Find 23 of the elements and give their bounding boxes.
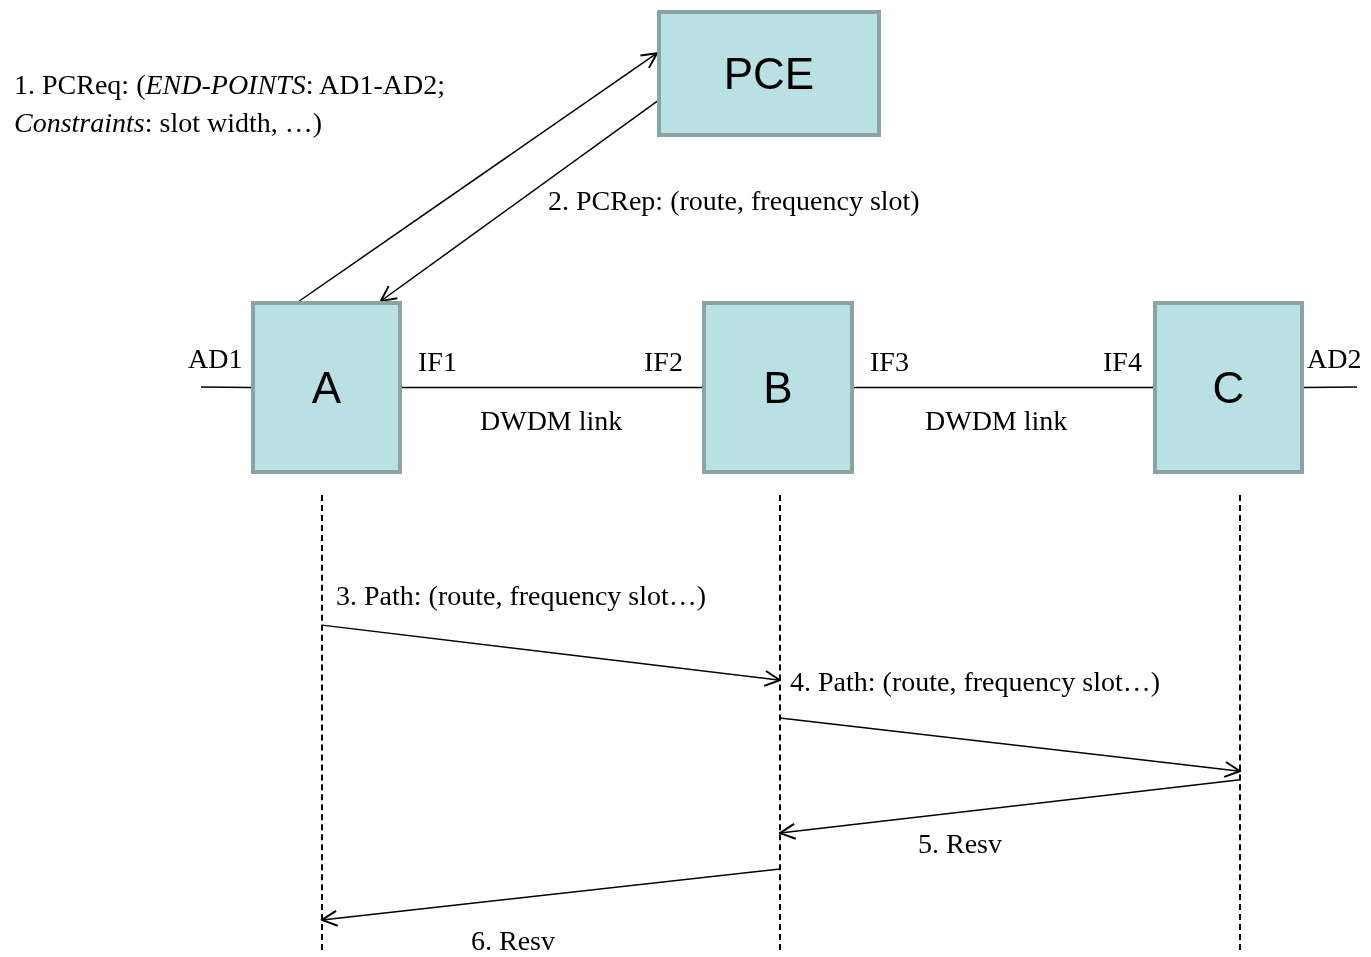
interface-label: IF2 <box>644 345 683 379</box>
link-line <box>200 386 252 389</box>
arrow <box>321 868 781 927</box>
network-node-box: C <box>1153 301 1304 474</box>
network-node-box: A <box>251 301 402 474</box>
arrow <box>779 779 1241 840</box>
arrow <box>321 624 781 687</box>
arrow <box>379 100 658 302</box>
interface-label: AD2 <box>1307 342 1362 376</box>
arrow <box>779 717 1241 778</box>
lifeline <box>1239 495 1241 950</box>
lifeline <box>321 495 323 950</box>
interface-label: AD1 <box>188 342 243 376</box>
link-line <box>1303 386 1358 389</box>
interface-label: IF1 <box>418 345 457 379</box>
network-node-box: PCE <box>657 10 881 137</box>
interface-label: IF3 <box>870 345 909 379</box>
network-node-box: B <box>702 301 854 474</box>
arrow <box>298 52 658 302</box>
lifeline <box>779 495 781 950</box>
interface-label: IF4 <box>1103 345 1142 379</box>
link-line <box>401 386 703 389</box>
link-line <box>853 386 1154 389</box>
